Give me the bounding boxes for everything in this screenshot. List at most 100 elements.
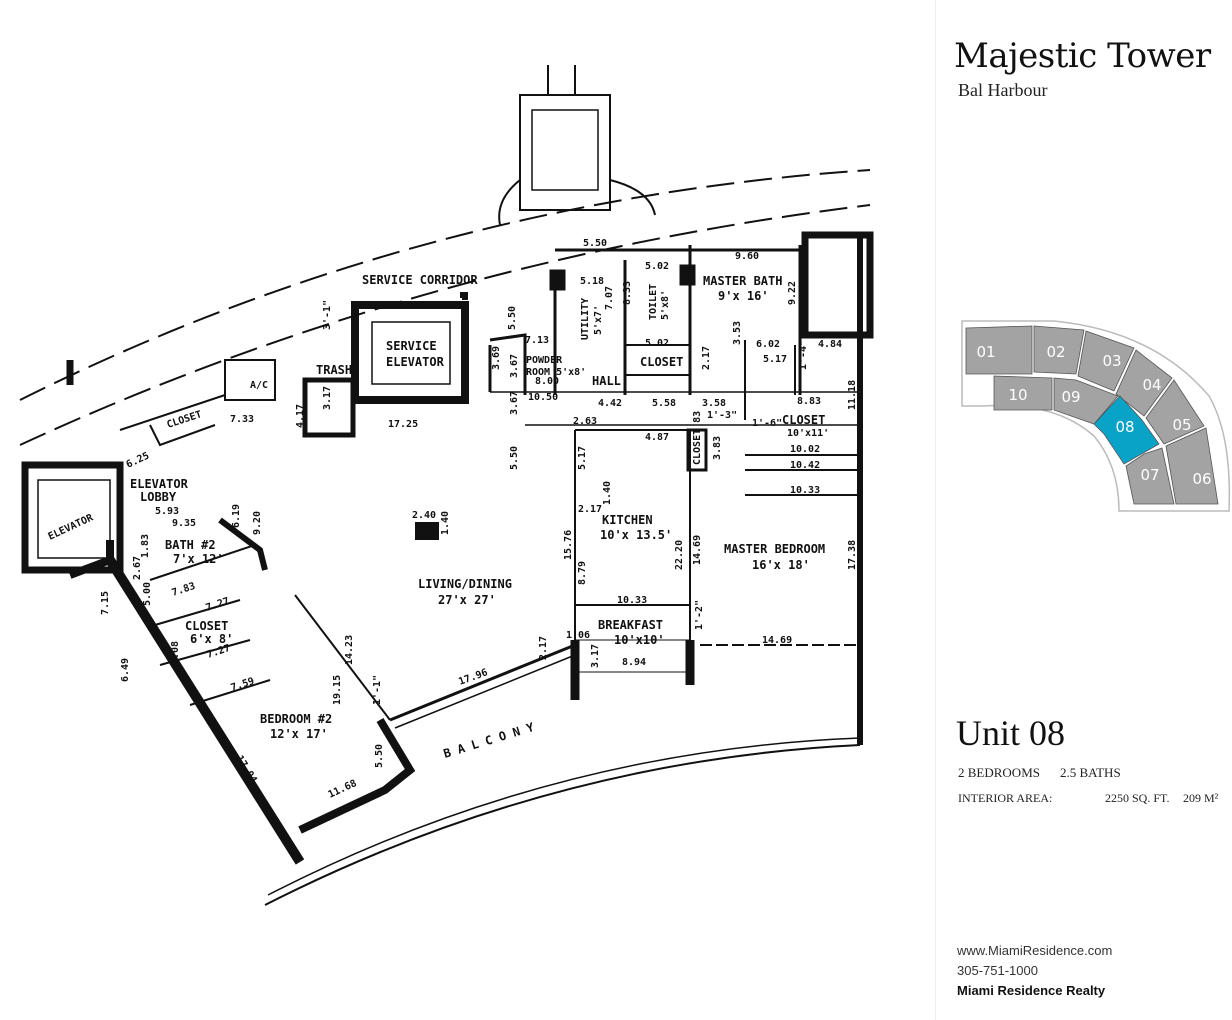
dimension-label: 6.02 xyxy=(756,339,780,350)
dimension-label: 5.18 xyxy=(580,276,604,287)
keyplan-unit-label: 09 xyxy=(1061,388,1080,406)
dimension-label: 5.17 xyxy=(577,446,588,470)
company-name: Miami Residence Realty xyxy=(957,983,1106,998)
dimension-label: 4.17 xyxy=(295,404,306,428)
dimension-label: 2.17 xyxy=(538,636,549,660)
keyplan-unit-01[interactable] xyxy=(965,325,1033,375)
dimension-label: 4.87 xyxy=(645,432,669,443)
dimension-label: 10.33 xyxy=(617,595,647,606)
dimension-label: 1.06 xyxy=(566,630,590,641)
dimension-label: 10.50 xyxy=(528,392,558,403)
room-label: BEDROOM #2 xyxy=(260,712,332,726)
area-m2: 209 M² xyxy=(1183,791,1219,805)
dimension-label: 5.50 xyxy=(507,306,518,330)
dimension-label: 17.25 xyxy=(388,419,418,430)
dimension-label: 3'-1" xyxy=(322,300,333,330)
room-label: ELEVATOR xyxy=(386,355,445,369)
dimension-label: 2.40 xyxy=(412,510,436,521)
room-label: KITCHEN xyxy=(602,513,653,527)
dimension-label: 14.69 xyxy=(692,535,703,565)
keyplan-unit-label: 10 xyxy=(1008,386,1027,404)
room-label: 9'x 16' xyxy=(718,289,769,303)
keyplan-unit-07[interactable] xyxy=(1125,447,1175,505)
room-label: 7'x 12' xyxy=(173,552,224,566)
room-label: ELEVATOR xyxy=(130,477,189,491)
dimension-label: 7.83 xyxy=(171,581,197,599)
dimension-label: 5.02 xyxy=(645,261,669,272)
keyplan-unit-label: 01 xyxy=(976,343,995,361)
room-label: CLOSET xyxy=(185,619,228,633)
website-link[interactable]: www.MiamiResidence.com xyxy=(957,943,1113,958)
dimension-label: 7.27 xyxy=(205,596,231,614)
dimension-label: 5.00 xyxy=(142,582,153,606)
dimension-label: 7.15 xyxy=(100,591,111,615)
dimension-label: 6.08 xyxy=(170,641,181,665)
room-label: SERVICE xyxy=(386,339,437,353)
keyplan-unit-10[interactable] xyxy=(993,375,1053,411)
keyplan-unit-label: 05 xyxy=(1172,416,1191,434)
dimension-label: 6.25 xyxy=(125,451,151,471)
dimension-label: 8.94 xyxy=(622,657,646,668)
dimension-label: 8.00 xyxy=(535,376,559,387)
area-sqft: 2250 SQ. FT. xyxy=(1105,791,1170,805)
dimension-label: 4.84 xyxy=(818,339,842,350)
keyplan-unit-label: 04 xyxy=(1142,376,1161,394)
keyplan-unit-05[interactable] xyxy=(1145,379,1205,445)
room-label: ELEVATOR xyxy=(47,512,96,543)
keyplan-unit-06[interactable] xyxy=(1165,427,1219,505)
room-label: 16'x 18' xyxy=(752,558,810,572)
dimension-label: 1.40 xyxy=(440,511,451,535)
dimension-label: 14.23 xyxy=(344,635,355,665)
dimension-label: 14.69 xyxy=(762,635,792,646)
dimension-label: 1'-2" xyxy=(694,600,705,630)
room-label: A/C xyxy=(250,380,268,391)
room-label: CLOSET xyxy=(640,355,683,369)
phone-number[interactable]: 305-751-1000 xyxy=(957,963,1038,978)
dimension-label: 1.83 xyxy=(140,534,151,558)
room-label: MASTER BATH xyxy=(703,274,782,288)
room-label: 12'x 17' xyxy=(270,727,328,741)
room-label: MASTER BEDROOM xyxy=(724,542,825,556)
dimension-label: 19.15 xyxy=(332,675,343,705)
room-label: HALL xyxy=(592,374,621,388)
dimension-label: 15.76 xyxy=(563,530,574,560)
dimension-label: 7.33 xyxy=(230,414,254,425)
dimension-label: 1'-1" xyxy=(372,675,383,705)
dimension-label: 4.42 xyxy=(598,398,622,409)
dimension-label: 5.50 xyxy=(509,446,520,470)
plan-walls xyxy=(19,65,874,906)
dimension-label: 10.42 xyxy=(790,460,820,471)
dimension-label: 3.17 xyxy=(322,386,333,410)
keyplan-unit-04[interactable] xyxy=(1115,349,1173,417)
room-label: TOILET xyxy=(648,284,659,320)
room-label: SERVICE CORRIDOR xyxy=(362,273,478,287)
keyplan-unit-03[interactable] xyxy=(1077,330,1135,392)
baths: 2.5 BATHS xyxy=(1060,765,1121,780)
room-label: 10'x 13.5' xyxy=(600,528,672,542)
dimension-label: 10.02 xyxy=(790,444,820,455)
room-label: 6'x 8' xyxy=(190,632,233,646)
room-label: 10'x11' xyxy=(787,428,829,439)
room-label: CLOSET xyxy=(782,413,825,427)
keyplan-unit-02[interactable] xyxy=(1033,325,1085,375)
dimension-label: 10.33 xyxy=(790,485,820,496)
dimension-label: 3.69 xyxy=(491,346,502,370)
dimension-label: 17.38 xyxy=(847,540,858,570)
dimension-label: 9.20 xyxy=(252,511,263,535)
dimension-label: 2.17 xyxy=(578,504,602,515)
keyplan-unit-label: 07 xyxy=(1140,466,1159,484)
divider xyxy=(935,0,936,1020)
dimension-label: 8.33 xyxy=(622,281,633,305)
room-label: 27'x 27' xyxy=(438,593,496,607)
room-label: POWDER xyxy=(526,355,563,366)
dimension-label: 7.07 xyxy=(604,286,615,310)
keyplan-unit-09[interactable] xyxy=(1053,377,1119,425)
dimension-label: 5.93 xyxy=(155,506,179,517)
dimension-label: 7.59 xyxy=(230,676,256,694)
room-label: ROOM 5'x8' xyxy=(526,367,586,378)
dimension-label: 1'-6" xyxy=(752,418,782,429)
room-label: UTILITY xyxy=(580,298,591,340)
area-label: INTERIOR AREA: xyxy=(958,791,1053,805)
